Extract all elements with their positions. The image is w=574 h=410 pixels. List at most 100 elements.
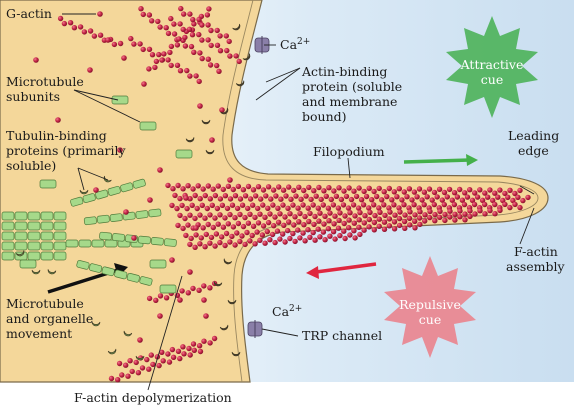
actin-subunit xyxy=(371,202,377,208)
label-trp-channel: TRP channel xyxy=(302,328,382,343)
label-microtubule-subunits-2: subunits xyxy=(6,89,60,104)
actin-subunit xyxy=(205,221,211,228)
actin-subunit xyxy=(175,348,182,354)
actin-subunit xyxy=(180,186,186,192)
actin-subunit xyxy=(303,193,309,199)
actin-subunit xyxy=(321,188,327,194)
actin-binding-protein xyxy=(227,299,237,305)
actin-subunit xyxy=(275,219,282,225)
actin-subunit xyxy=(205,183,211,189)
actin-subunit xyxy=(227,53,233,59)
actin-subunit xyxy=(195,183,201,189)
label-actin-binding-2: protein (soluble xyxy=(302,79,402,94)
actin-subunit xyxy=(232,193,239,199)
actin-subunit xyxy=(451,190,458,196)
actin-subunit xyxy=(271,223,277,229)
actin-subunit xyxy=(216,68,222,75)
actin-subunit xyxy=(157,24,163,30)
actin-subunit xyxy=(194,205,200,212)
actin-subunit xyxy=(215,221,221,227)
actin-subunit xyxy=(376,223,382,229)
actin-subunit xyxy=(422,218,428,224)
actin-subunit xyxy=(335,225,342,231)
actin-subunit xyxy=(391,226,398,232)
trp-channel-bottom xyxy=(247,320,263,338)
actin-subunit xyxy=(310,202,316,208)
tubulin-binding-protein xyxy=(47,269,57,275)
actin-subunit xyxy=(273,193,279,199)
actin-subunit xyxy=(230,186,236,193)
microtubule-segment xyxy=(1,251,15,261)
actin-subunit xyxy=(146,66,152,72)
actin-subunit xyxy=(140,46,146,53)
actin-subunit xyxy=(227,211,233,218)
microtubule-segment xyxy=(139,276,153,286)
actin-subunit xyxy=(512,190,518,197)
actin-subunit xyxy=(291,222,297,228)
actin-subunit xyxy=(77,24,84,30)
actin-subunit xyxy=(263,193,269,199)
g-actin-monomer xyxy=(97,11,103,17)
actin-subunit xyxy=(471,201,478,208)
actin-subunit xyxy=(220,224,227,230)
microtubule-segment xyxy=(53,241,67,251)
actin-subunit xyxy=(307,210,313,217)
actin-subunit xyxy=(485,194,491,200)
actin-subunit xyxy=(267,211,273,217)
actin-subunit xyxy=(316,184,322,191)
actin-subunit xyxy=(180,344,186,350)
actin-subunit xyxy=(305,205,311,211)
actin-subunit xyxy=(245,220,252,226)
attractive-direction-arrow xyxy=(403,154,478,166)
actin-subunit xyxy=(160,358,166,364)
actin-subunit xyxy=(285,205,291,211)
actin-subunit xyxy=(369,197,375,203)
actin-subunit xyxy=(197,241,203,247)
actin-subunit xyxy=(330,229,337,235)
actin-subunit xyxy=(381,189,387,195)
actin-subunit xyxy=(179,202,185,209)
actin-subunit xyxy=(129,368,135,375)
actin-subunit xyxy=(187,212,193,218)
actin-subunit xyxy=(352,213,358,219)
label-microtubule-movement-1: Microtubule xyxy=(6,296,84,311)
actin-subunit xyxy=(467,187,473,193)
actin-subunit xyxy=(396,205,402,211)
actin-subunit xyxy=(185,222,191,228)
actin-subunit xyxy=(477,187,483,193)
actin-subunit xyxy=(235,220,242,227)
label-ca-top: Ca2+ xyxy=(280,37,310,52)
actin-subunit xyxy=(244,229,250,236)
actin-subunit xyxy=(277,236,283,242)
actin-binding-protein xyxy=(205,149,215,155)
actin-subunit xyxy=(328,196,334,203)
actin-subunit xyxy=(170,354,177,360)
actin-subunit xyxy=(442,217,448,224)
actin-subunit xyxy=(277,211,283,217)
actin-subunit xyxy=(237,238,243,245)
microtubule-segment xyxy=(95,189,109,200)
actin-subunit xyxy=(306,184,312,191)
label-microtubule-subunits-1: Microtubule xyxy=(6,74,84,89)
actin-subunit xyxy=(482,201,488,208)
actin-subunit xyxy=(495,194,501,200)
actin-subunit xyxy=(312,213,318,220)
actin-subunit xyxy=(315,226,321,232)
g-actin-monomer xyxy=(55,117,61,123)
actin-subunit xyxy=(507,204,513,211)
actin-subunit xyxy=(232,215,238,221)
actin-subunit xyxy=(331,221,337,227)
actin-subunit xyxy=(233,53,239,59)
actin-subunit xyxy=(301,187,307,194)
actin-subunit xyxy=(128,35,134,42)
actin-subunit xyxy=(366,205,372,211)
actin-subunit xyxy=(148,352,154,358)
actin-subunit xyxy=(202,244,208,250)
g-actin-monomer xyxy=(187,269,193,275)
actin-subunit xyxy=(234,205,241,212)
actin-subunit xyxy=(207,285,213,291)
microtubule-segment xyxy=(14,211,28,221)
actin-subunit xyxy=(262,240,268,246)
